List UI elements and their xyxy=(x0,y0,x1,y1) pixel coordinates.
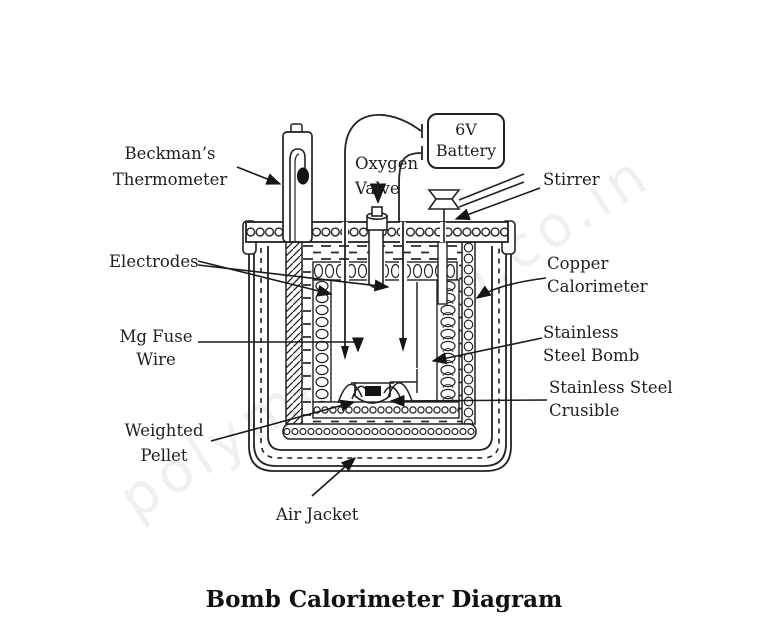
weighted-pellet-label: Weighted Pellet xyxy=(124,421,204,465)
copper-calorimeter-label: Copper Calorimeter xyxy=(547,254,648,296)
arrow-ss-crusible xyxy=(389,394,548,407)
crucible-assembly xyxy=(337,282,418,404)
stainless-steel-crusible-label: Stainless Steel Crusible xyxy=(549,378,673,420)
thermometer-bulb xyxy=(297,167,309,185)
mg-fuse-wire-label: Mg Fuse Wire xyxy=(119,327,193,369)
arrow-weighted-pellet xyxy=(210,399,356,442)
arrow-mg-fuse-wire xyxy=(198,337,364,353)
arrow-copper-calorimeter xyxy=(475,277,547,299)
fuse-wire xyxy=(337,383,363,404)
page-title: Bomb Calorimeter Diagram xyxy=(205,586,563,613)
arrow-thermometer xyxy=(236,166,282,185)
electrode-left xyxy=(341,222,349,360)
thermometer xyxy=(282,123,313,243)
pellet xyxy=(365,386,381,396)
arrow-air-jacket xyxy=(311,457,357,497)
arrow-electrode-1 xyxy=(197,260,333,297)
electrodes-label: Electrodes xyxy=(109,252,199,271)
arrow-stirrer xyxy=(454,187,541,220)
oxygen-valve-assembly xyxy=(366,206,388,289)
arrow-electrode-2 xyxy=(197,264,390,292)
stirrer-label: Stirrer xyxy=(543,170,600,189)
leader-arrows xyxy=(197,166,548,497)
oxygen-valve-label: Oxygen Valve xyxy=(355,154,419,198)
battery-label: 6V Battery xyxy=(435,120,497,160)
arrow-ss-bomb xyxy=(431,337,543,365)
fuse-wire xyxy=(383,386,401,398)
beckmans-thermometer-label: Beckman’s Thermometer xyxy=(112,144,228,189)
stirrer-assembly xyxy=(427,173,525,305)
air-jacket-label: Air Jacket xyxy=(276,505,359,524)
battery-box xyxy=(427,113,505,169)
battery-wires xyxy=(344,114,423,222)
electrode-right xyxy=(399,222,407,352)
air-jacket-vessel xyxy=(248,246,512,472)
stainless-steel-bomb-label: Stainless Steel Bomb xyxy=(543,323,640,365)
bomb-vessel xyxy=(311,258,460,420)
